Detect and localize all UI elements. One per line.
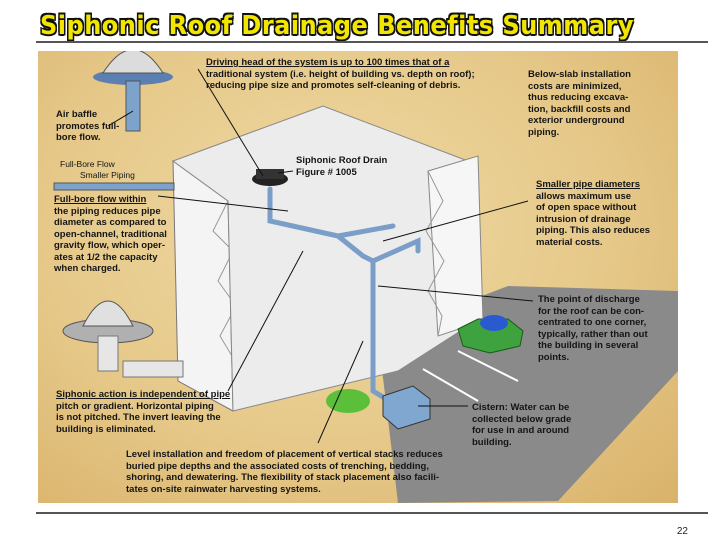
callout-line: Cistern: Water can be	[472, 402, 570, 413]
callout-line: bore flow.	[56, 132, 101, 143]
callout-driving-head: Driving head of the system is up to 100 …	[206, 57, 475, 92]
callout-line: piping. This also reduces	[536, 225, 651, 236]
callout-line: is not pitched. The invert leaving the	[56, 412, 221, 423]
callout-line: traditional system (i.e. height of build…	[206, 68, 475, 80]
callout-line: gravity flow, which oper-	[54, 240, 166, 251]
parking-line	[422, 368, 479, 402]
callout-line: piping.	[528, 126, 560, 138]
callout-line: centrated to one corner,	[538, 317, 647, 328]
callout-line: material costs.	[536, 236, 603, 248]
title-divider	[36, 41, 708, 43]
label-smaller-piping: Smaller Piping	[80, 170, 135, 180]
callout-line: Air baffle	[56, 109, 98, 120]
diagram-panel: Driving head of the system is up to 100 …	[38, 51, 678, 503]
callout-line: typically, rather than out	[538, 328, 648, 340]
callout-line: Smaller pipe diameters	[536, 179, 641, 190]
callout-line: Siphonic action is independent of pipe	[56, 389, 231, 400]
callout-line: Level installation and freedom of placem…	[126, 449, 443, 460]
callout-line: buried pipe depths and the associated co…	[126, 460, 429, 472]
label-full-bore-flow: Full-Bore Flow	[60, 159, 115, 169]
callout-level-installation: Level installation and freedom of placem…	[126, 449, 443, 495]
roof-drain-dome	[256, 169, 284, 179]
drain-product-icon	[93, 51, 173, 132]
callout-line: costs are minimized,	[528, 80, 622, 92]
parking-line	[457, 350, 519, 382]
callout-line: of open space without	[536, 202, 637, 213]
drain-install-icon	[62, 300, 184, 378]
callout-line: thus reducing excava-	[528, 92, 629, 103]
callout-line: for the roof can be con-	[538, 305, 645, 317]
diagram-illustration	[53, 51, 678, 503]
callout-line: tion, backfill costs and	[528, 103, 631, 115]
callout-discharge: The point of discharge for the roof can …	[538, 294, 648, 363]
callout-line: exterior underground	[528, 115, 625, 126]
callout-line: Figure # 1005	[296, 166, 357, 178]
callout-leaders	[107, 68, 534, 444]
wall-cutaway-edge-right	[425, 170, 445, 337]
building-wall-right	[427, 155, 484, 337]
footer-divider	[36, 512, 708, 514]
callout-roof-drain: Siphonic Roof Drain Figure # 1005	[296, 155, 387, 178]
callout-line: intrusion of drainage	[536, 213, 631, 225]
callout-cistern: Cistern: Water can be collected below gr…	[472, 402, 571, 448]
callout-below-slab: Below-slab installation costs are minimi…	[528, 69, 631, 138]
landscaping-bush	[326, 389, 370, 413]
callout-line: The point of discharge	[538, 294, 640, 305]
car-icon	[457, 315, 524, 354]
page-number: 22	[676, 526, 688, 537]
callout-line: Siphonic Roof Drain	[296, 155, 388, 166]
callout-line: for use in and around	[472, 425, 570, 436]
callout-line: reducing pipe size and promotes self-cle…	[206, 80, 461, 91]
callout-line: points.	[538, 351, 570, 363]
building-wall-back	[171, 105, 469, 412]
callout-line: ates at 1/2 the capacity	[54, 251, 158, 263]
callout-line: tates on-site rainwater harvesting syste…	[126, 483, 321, 495]
callout-line: the piping reduces pipe	[54, 205, 161, 217]
callout-air-baffle: Air baffle promotes full- bore flow.	[56, 109, 119, 144]
callout-line: promotes full-	[56, 120, 120, 132]
callout-full-bore-within: Full-bore flow within the piping reduces…	[54, 194, 167, 275]
callout-smaller-diameters: Smaller pipe diameters allows maximum us…	[536, 179, 650, 248]
callout-siphonic-action: Siphonic action is independent of pipe p…	[56, 389, 230, 435]
callout-line: building is eliminated.	[56, 423, 156, 435]
callout-line: Below-slab installation	[528, 69, 631, 80]
callout-line: building.	[472, 436, 512, 448]
callout-line: Full-bore flow within	[54, 194, 147, 205]
callout-line: Driving head of the system is up to 100 …	[206, 57, 450, 68]
callout-line: allows maximum use	[536, 190, 632, 202]
callout-line: pitch or gradient. Horizontal piping	[56, 400, 214, 412]
slide-title: Siphonic Roof Drainage Benefits Summary	[40, 10, 634, 41]
callout-line: diameter as compared to	[54, 217, 167, 228]
callout-line: collected below grade	[472, 413, 572, 425]
callout-line: open-channel, traditional	[54, 228, 167, 240]
smaller-piping-icon	[53, 182, 175, 191]
parking-lot	[378, 286, 678, 503]
callout-line: when charged.	[54, 263, 121, 274]
cistern-tank	[382, 385, 431, 430]
callout-line: shoring, and dewatering. The flexibility…	[126, 472, 440, 483]
callout-line: the building in several	[538, 340, 639, 351]
